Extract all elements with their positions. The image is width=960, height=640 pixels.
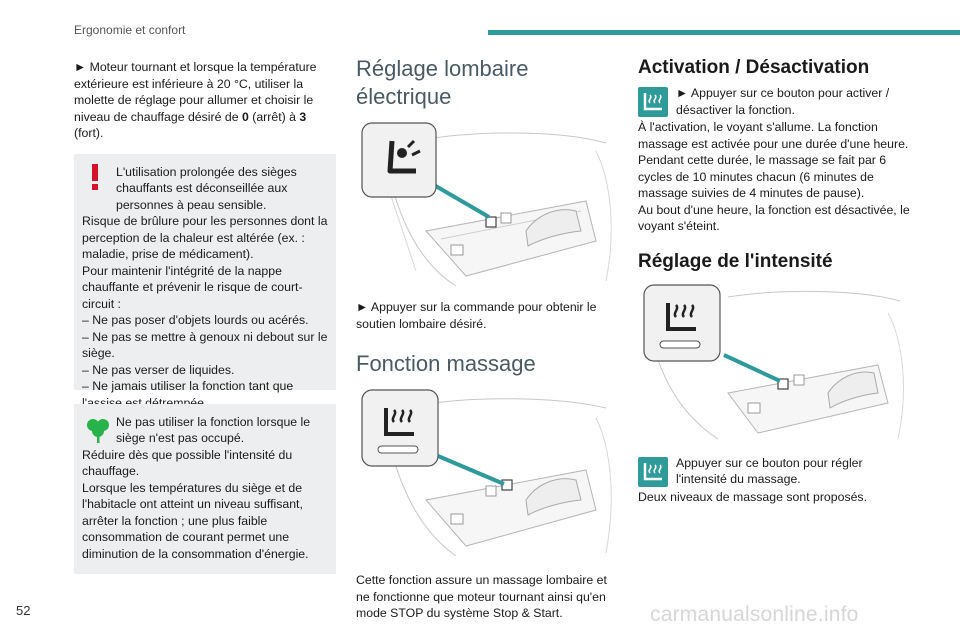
intensity-seat-icon [666, 302, 696, 331]
page-number: 52 [16, 603, 31, 618]
massage-intensity-button-icon [638, 456, 668, 487]
massage-button-icon [638, 87, 668, 117]
intensity-illustration [638, 283, 910, 441]
column-lumbar-massage: Réglage lombaire électrique ► Appu [356, 55, 622, 622]
massage-seat-icon [384, 408, 414, 436]
leaf-clover-icon [87, 418, 109, 443]
intro-paragraph: ► Moteur tournant et lorsque la températ… [74, 60, 317, 140]
massage-title: Fonction massage [356, 351, 536, 376]
watermark: carmanualsonline.info [650, 603, 859, 626]
massage-description: Cette fonction assure un massage lombair… [356, 573, 607, 620]
column-heated-seats: ► Moteur tournant et lorsque la températ… [74, 59, 336, 574]
header-accent-bar [488, 30, 960, 35]
warning-box: L'utilisation prolongée des sièges chauf… [74, 153, 336, 410]
eco-tip-box: Ne pas utiliser la fonction lorsque le s… [74, 403, 336, 574]
exclamation-icon [92, 163, 98, 190]
lumbar-title: Réglage lombaire électrique [356, 56, 529, 109]
column-massage-controls: Activation / Désactivation ► Appuyer sur… [638, 57, 910, 504]
running-header: Ergonomie et confort [74, 23, 186, 37]
activation-title: Activation / Désactivation [638, 57, 870, 78]
intensity-title: Réglage de l'intensité [638, 250, 833, 272]
lumbar-seat-icon [387, 139, 421, 174]
activation-instruction: ► Appuyer sur ce bouton pour activer / d… [638, 85, 910, 119]
intensity-instruction: Appuyer sur ce bouton pour régler l'inte… [638, 455, 910, 489]
massage-illustration [356, 388, 622, 556]
lumbar-instruction: ► Appuyer sur la commande pour obtenir l… [356, 300, 597, 331]
lumbar-illustration [356, 121, 622, 287]
